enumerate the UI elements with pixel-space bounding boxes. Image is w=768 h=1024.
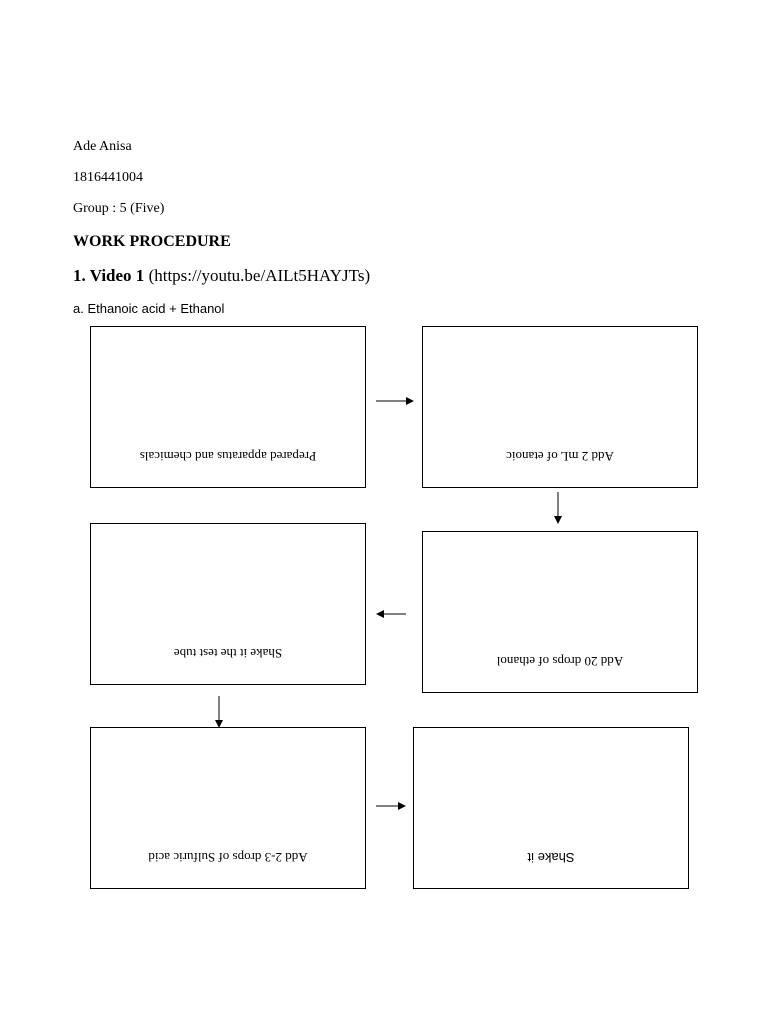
arrow-right-icon <box>376 397 414 405</box>
step-box-5: Add 2-3 drops of Sulfuric acid <box>90 727 366 889</box>
step-box-6: Shake it <box>413 727 689 889</box>
step-label-3: Add 20 drops of ethanol <box>496 654 624 669</box>
step-label-2: Add 2 mL of etanoic <box>506 449 614 464</box>
step-box-3: Add 20 drops of ethanol <box>422 531 698 693</box>
student-id: 1816441004 <box>73 170 143 185</box>
step-box-1: Prepared apparatus and chemicals <box>90 326 366 488</box>
video-link[interactable]: (https://youtu.be/AILt5HAYJTs) <box>148 266 371 285</box>
step-box-4: Shake it the test tube <box>90 523 366 685</box>
video-number: 1. Video 1 <box>73 266 145 285</box>
step-label-6: Shake it <box>527 850 575 865</box>
step-label-5: Add 2-3 drops of Sulfuric acid <box>148 850 308 865</box>
arrow-down-icon <box>554 492 562 524</box>
student-name: Ade Anisa <box>73 139 132 154</box>
arrow-right-icon <box>376 802 406 810</box>
step-box-2: Add 2 mL of etanoic <box>422 326 698 488</box>
group-label: Group : 5 (Five) <box>73 201 165 216</box>
arrow-down-icon <box>215 696 223 728</box>
subsection-title: a. Ethanoic acid + Ethanol <box>73 301 225 316</box>
step-label-1: Prepared apparatus and chemicals <box>139 449 317 464</box>
page-heading: WORK PROCEDURE <box>73 233 231 250</box>
step-label-4: Shake it the test tube <box>173 646 283 661</box>
arrow-left-icon <box>376 610 406 618</box>
video-title: 1. Video 1 (https://youtu.be/AILt5HAYJTs… <box>73 265 370 287</box>
